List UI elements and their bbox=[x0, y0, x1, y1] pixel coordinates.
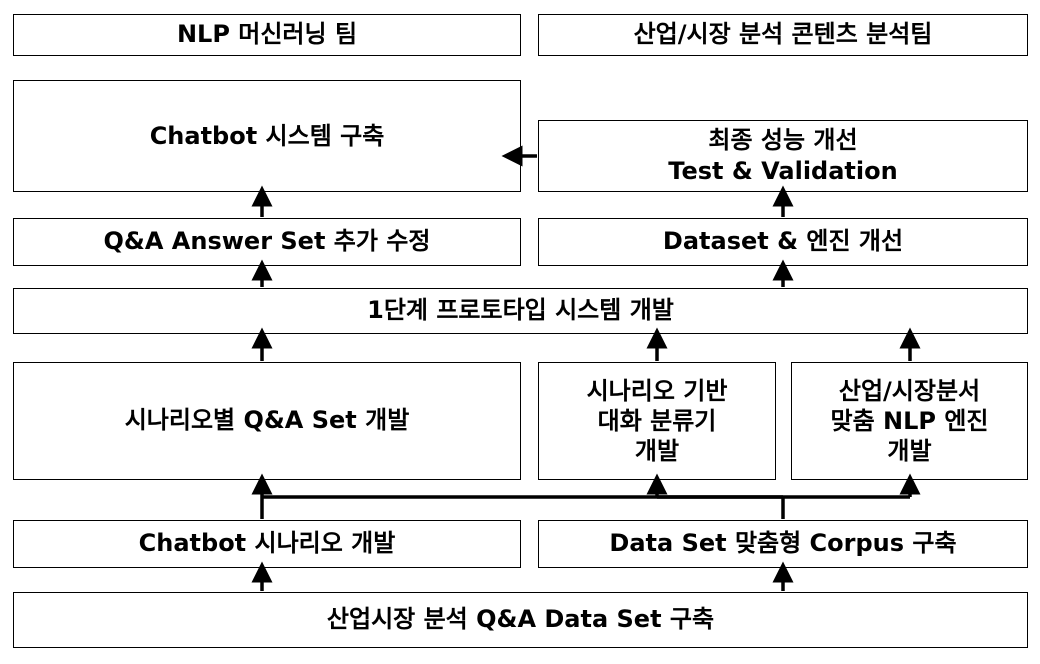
content-team-label: 산업/시장 분석 콘텐츠 분석팀 bbox=[633, 20, 933, 49]
content-team-header: 산업/시장 분석 콘텐츠 분석팀 bbox=[538, 14, 1028, 56]
dialogue-classifier-line-3: 개발 bbox=[634, 437, 680, 465]
dialogue-classifier-line-1: 시나리오 기반 bbox=[586, 377, 728, 405]
final-performance-box: 최종 성능 개선 Test & Validation bbox=[538, 120, 1028, 192]
base-dataset-box: 산업시장 분석 Q&A Data Set 구축 bbox=[13, 592, 1028, 648]
nlp-engine-box: 산업/시장분서 맞춤 NLP 엔진 개발 bbox=[791, 362, 1028, 480]
dialogue-classifier-line-2: 대화 분류기 bbox=[597, 407, 717, 435]
qa-answer-set-box: Q&A Answer Set 추가 수정 bbox=[13, 218, 521, 266]
final-performance-title: 최종 성능 개선 bbox=[708, 125, 858, 154]
dialogue-classifier-box: 시나리오 기반 대화 분류기 개발 bbox=[538, 362, 776, 480]
corpus-label: Data Set 맞춤형 Corpus 구축 bbox=[609, 529, 957, 558]
chatbot-scenario-label: Chatbot 시나리오 개발 bbox=[138, 529, 396, 558]
chatbot-scenario-box: Chatbot 시나리오 개발 bbox=[13, 520, 521, 568]
dataset-engine-label: Dataset & 엔진 개선 bbox=[662, 227, 904, 256]
scenario-qa-label: 시나리오별 Q&A Set 개발 bbox=[124, 406, 410, 435]
prototype-box: 1단계 프로토타입 시스템 개발 bbox=[13, 288, 1028, 334]
corpus-box: Data Set 맞춤형 Corpus 구축 bbox=[538, 520, 1028, 568]
qa-answer-set-label: Q&A Answer Set 추가 수정 bbox=[103, 227, 431, 256]
dataset-engine-box: Dataset & 엔진 개선 bbox=[538, 218, 1028, 266]
nlp-engine-line-3: 개발 bbox=[887, 437, 932, 465]
nlp-team-label: NLP 머신러닝 팀 bbox=[176, 20, 358, 49]
chatbot-build-box: Chatbot 시스템 구축 bbox=[13, 80, 521, 192]
nlp-engine-line-1: 산업/시장분서 bbox=[838, 377, 981, 405]
chatbot-build-label: Chatbot 시스템 구축 bbox=[149, 122, 385, 150]
prototype-label: 1단계 프로토타입 시스템 개발 bbox=[367, 296, 674, 325]
nlp-team-header: NLP 머신러닝 팀 bbox=[13, 14, 521, 56]
scenario-qa-box: 시나리오별 Q&A Set 개발 bbox=[13, 362, 521, 480]
nlp-engine-line-2: 맞춤 NLP 엔진 bbox=[830, 407, 989, 435]
final-performance-subtitle: Test & Validation bbox=[668, 157, 898, 185]
base-dataset-label: 산업시장 분석 Q&A Data Set 구축 bbox=[326, 605, 715, 634]
